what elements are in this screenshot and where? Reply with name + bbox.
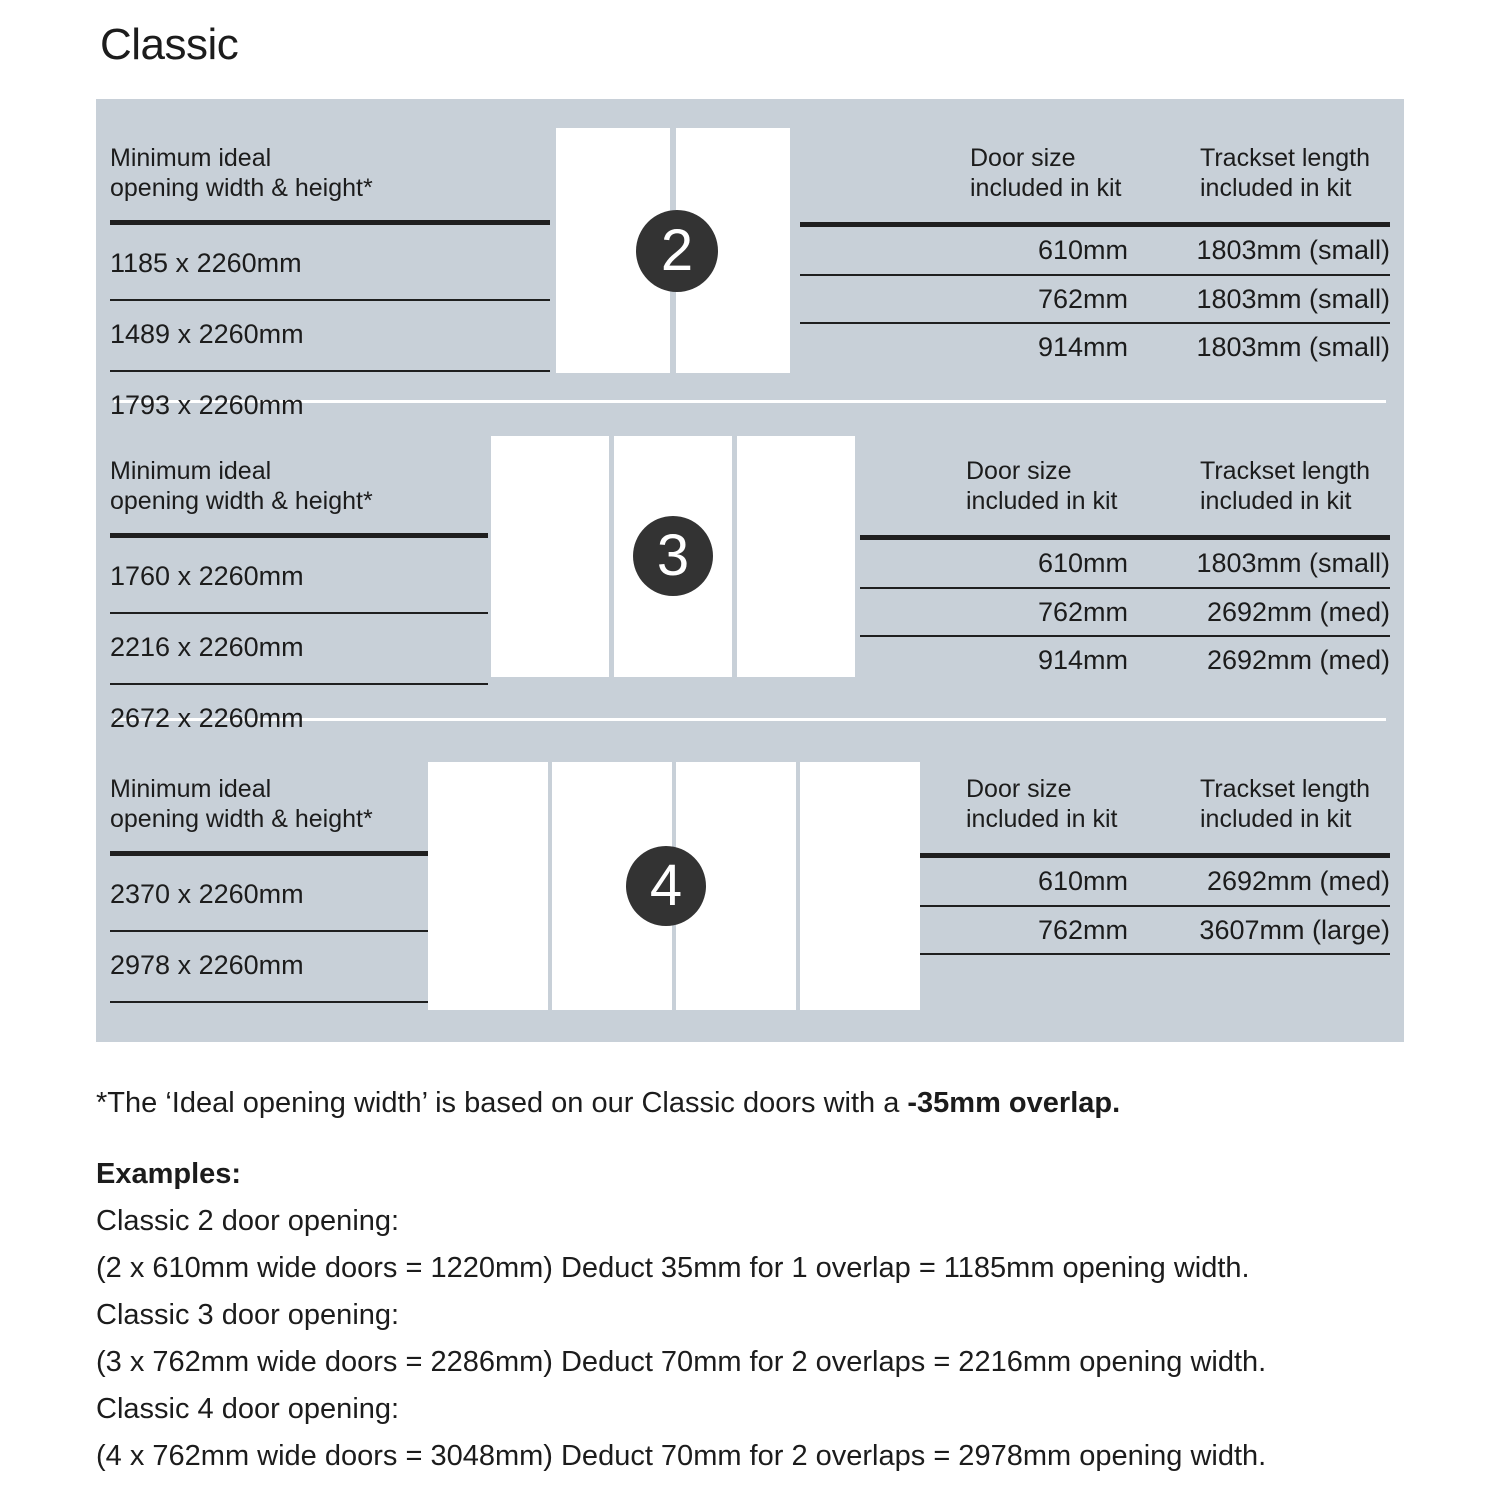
row-rule (920, 953, 1390, 955)
header-rule (110, 533, 488, 538)
door-size-value: 762mm (1037, 284, 1128, 314)
header-rule (800, 222, 1390, 227)
opening-size-column-3: Minimum ideal opening width & height* 23… (110, 774, 428, 1003)
header-rule (110, 851, 428, 856)
section-4-door: Minimum ideal opening width & height* 23… (96, 721, 1404, 1042)
row-rule (110, 930, 428, 932)
door-size-value: 610mm (1037, 235, 1128, 265)
door-panel (737, 436, 855, 677)
section-divider-1 (114, 400, 1386, 403)
door-panel (800, 762, 920, 1010)
example-line: Classic 4 door opening: (96, 1393, 400, 1425)
trackset-value: 1803mm (small) (1196, 332, 1390, 362)
page-title: Classic (100, 20, 239, 69)
column-header-trackset: Trackset length included in kit (1200, 457, 1370, 515)
column-header-trackset: Trackset length included in kit (1200, 775, 1370, 833)
trackset-value: 1803mm (small) (1196, 284, 1390, 314)
door-count-badge: 4 (626, 846, 706, 926)
door-size-value: 610mm (1037, 548, 1128, 578)
opening-value: 2978 x 2260mm (110, 950, 304, 980)
door-panel (491, 436, 609, 677)
footnote-bold: -35mm overlap. (907, 1087, 1121, 1119)
opening-value: 1185 x 2260mm (110, 248, 302, 278)
header-rule (860, 535, 1390, 540)
column-header-door-size: Door size included in kit (970, 144, 1122, 202)
kit-columns-2: Door size included in kit Trackset lengt… (860, 456, 1390, 683)
section-divider-2 (114, 718, 1386, 721)
row-rule (110, 370, 550, 372)
row-rule (110, 299, 550, 301)
opening-value: 1760 x 2260mm (110, 561, 304, 591)
door-size-value: 762mm (1037, 915, 1128, 945)
opening-size-column-1: Minimum ideal opening width & height* 11… (110, 143, 550, 419)
row-rule (800, 322, 1390, 324)
door-size-value: 610mm (1037, 866, 1128, 896)
example-line: Classic 3 door opening: (96, 1299, 400, 1331)
opening-value: 1489 x 2260mm (110, 319, 304, 349)
row-rule (110, 612, 488, 614)
opening-value: 2370 x 2260mm (110, 879, 304, 909)
header-rule (110, 220, 550, 225)
row-rule (860, 635, 1390, 637)
opening-value: 2672 x 2260mm (110, 703, 304, 733)
door-count-badge: 2 (636, 210, 718, 292)
header-rule (920, 853, 1390, 858)
section-3-door: Minimum ideal opening width & height* 17… (96, 403, 1404, 732)
footnote: *The ‘Ideal opening width’ is based on o… (96, 1086, 1120, 1120)
sizing-panel: Minimum ideal opening width & height* 11… (96, 99, 1404, 1042)
example-line: Classic 2 door opening: (96, 1205, 400, 1237)
examples-heading: Examples: (96, 1158, 242, 1190)
section-2-door: Minimum ideal opening width & height* 11… (96, 99, 1404, 419)
door-size-value: 914mm (1037, 645, 1128, 675)
trackset-value: 1803mm (small) (1196, 235, 1390, 265)
trackset-value: 1803mm (small) (1196, 548, 1390, 578)
opening-value: 2216 x 2260mm (110, 632, 304, 662)
row-rule (110, 1001, 428, 1003)
footnote-text: *The ‘Ideal opening width’ is based on o… (96, 1087, 908, 1119)
column-header-opening: Minimum ideal opening width & height* (110, 144, 373, 202)
door-size-value: 762mm (1037, 597, 1128, 627)
row-rule (110, 683, 488, 685)
column-header-opening: Minimum ideal opening width & height* (110, 775, 373, 833)
trackset-value: 3607mm (large) (1199, 915, 1390, 945)
example-line: (2 x 610mm wide doors = 1220mm) Deduct 3… (96, 1252, 1250, 1284)
column-header-trackset: Trackset length included in kit (1200, 144, 1370, 202)
column-header-opening: Minimum ideal opening width & height* (110, 457, 373, 515)
example-line: (3 x 762mm wide doors = 2286mm) Deduct 7… (96, 1346, 1267, 1378)
trackset-value: 2692mm (med) (1206, 866, 1390, 896)
example-line: (4 x 762mm wide doors = 3048mm) Deduct 7… (96, 1440, 1267, 1472)
trackset-value: 2692mm (med) (1206, 645, 1390, 675)
door-panel (428, 762, 548, 1010)
kit-columns-3: Door size included in kit Trackset lengt… (920, 774, 1390, 955)
column-header-door-size: Door size included in kit (966, 775, 1118, 833)
opening-value: 1793 x 2260mm (110, 390, 304, 420)
row-rule (920, 905, 1390, 907)
row-rule (860, 587, 1390, 589)
row-rule (800, 274, 1390, 276)
opening-size-column-2: Minimum ideal opening width & height* 17… (110, 456, 488, 732)
kit-columns-1: Door size included in kit Trackset lengt… (800, 143, 1390, 370)
door-count-badge: 3 (633, 516, 713, 596)
door-size-value: 914mm (1037, 332, 1128, 362)
column-header-door-size: Door size included in kit (966, 457, 1118, 515)
trackset-value: 2692mm (med) (1206, 597, 1390, 627)
